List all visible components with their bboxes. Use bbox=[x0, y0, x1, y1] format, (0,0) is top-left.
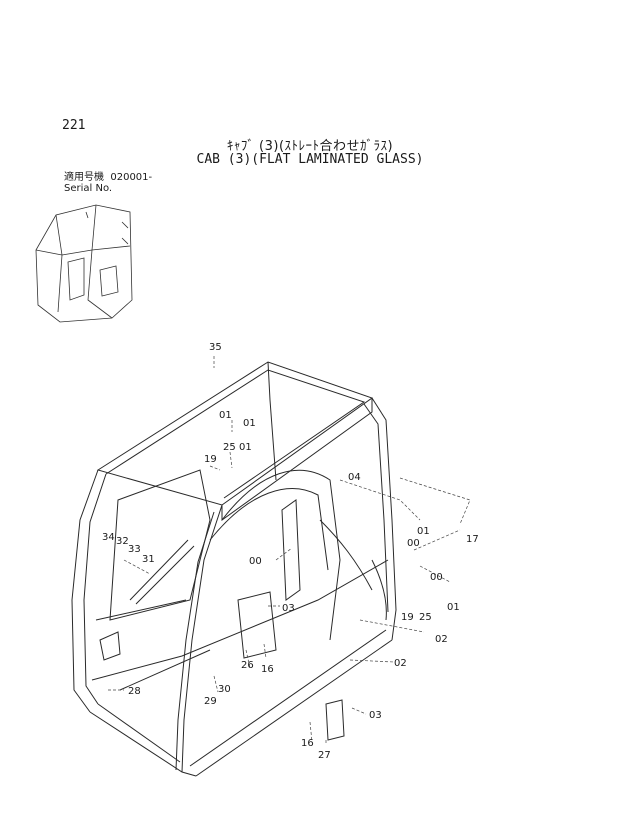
serial-value: 020001- bbox=[110, 172, 153, 183]
callout-01-c: 01 bbox=[239, 442, 252, 453]
callout-35: 35 bbox=[209, 342, 222, 353]
callout-17: 17 bbox=[466, 534, 479, 545]
callout-30: 30 bbox=[218, 684, 231, 695]
callout-00-c: 00 bbox=[430, 572, 443, 583]
title-english: CAB (3)(FLAT LAMINATED GLASS) bbox=[196, 152, 424, 167]
callouts: 35 01 01 25 01 19 04 01 17 34 32 33 31 0… bbox=[102, 342, 479, 761]
cab-frame bbox=[71, 361, 397, 777]
cab-thumbnail bbox=[35, 204, 133, 323]
callout-29: 29 bbox=[204, 696, 217, 707]
callout-25-b: 25 bbox=[419, 612, 432, 623]
callout-02-b: 02 bbox=[394, 658, 407, 669]
callout-28: 28 bbox=[128, 686, 141, 697]
callout-19-b: 19 bbox=[401, 612, 414, 623]
callout-02-a: 02 bbox=[435, 634, 448, 645]
callout-26: 26 bbox=[241, 660, 254, 671]
page-number: 221 bbox=[62, 118, 86, 133]
callout-01-b: 01 bbox=[243, 418, 256, 429]
callout-31: 31 bbox=[142, 554, 155, 565]
serial-row-jp: 適用号機 020001- bbox=[64, 172, 152, 183]
callout-33: 33 bbox=[128, 544, 141, 555]
serial-label-jp: 適用号機 bbox=[64, 172, 104, 183]
callout-25-a: 25 bbox=[223, 442, 236, 453]
callout-01-d: 01 bbox=[417, 526, 430, 537]
serial-label-en: Serial No. bbox=[64, 183, 113, 194]
callout-19-a: 19 bbox=[204, 454, 217, 465]
callout-03-a: 03 bbox=[282, 603, 295, 614]
callout-27: 27 bbox=[318, 750, 331, 761]
callout-01-a: 01 bbox=[219, 410, 232, 421]
callout-16-a: 16 bbox=[261, 664, 274, 675]
callout-01-e: 01 bbox=[447, 602, 460, 613]
callout-04: 04 bbox=[348, 472, 361, 483]
serial-info: 適用号機 020001- Serial No. bbox=[64, 172, 152, 194]
callout-32: 32 bbox=[116, 536, 129, 547]
callout-16-b: 16 bbox=[301, 738, 314, 749]
callout-03-b: 03 bbox=[369, 710, 382, 721]
callout-34: 34 bbox=[102, 532, 115, 543]
title-japanese: ｷｬﾌﾞ (3)(ｽﾄﾚｰﾄ合わせｶﾞﾗｽ) bbox=[226, 139, 394, 154]
callout-00-a: 00 bbox=[249, 556, 262, 567]
callout-00-b: 00 bbox=[407, 538, 420, 549]
leader-lines bbox=[108, 356, 471, 744]
